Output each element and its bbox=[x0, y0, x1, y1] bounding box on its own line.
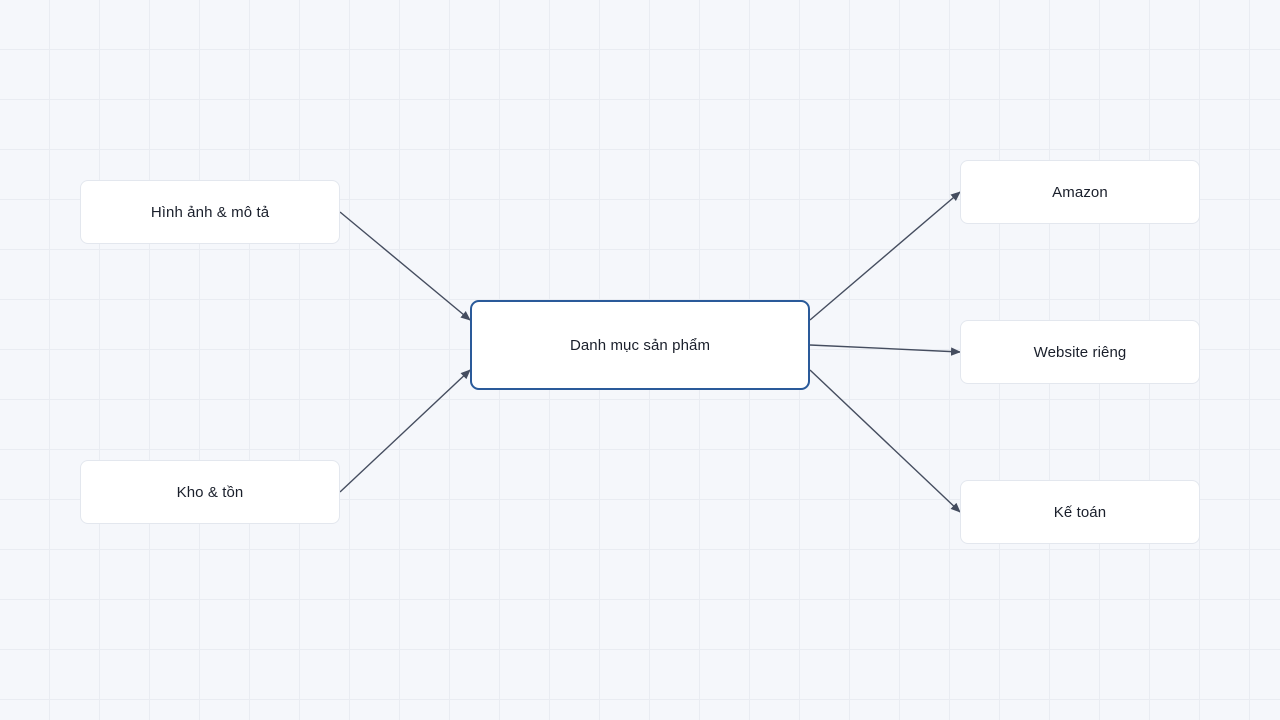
node-product-catalog[interactable]: Danh mục sản phẩm bbox=[470, 300, 810, 390]
node-images-description[interactable]: Hình ảnh & mô tả bbox=[80, 180, 340, 244]
node-label: Hình ảnh & mô tả bbox=[150, 203, 270, 221]
edge-catalog-to-website bbox=[809, 344, 961, 356]
node-inventory[interactable]: Kho & tồn bbox=[80, 460, 340, 524]
node-accounting[interactable]: Kế toán bbox=[960, 480, 1200, 544]
node-label: Danh mục sản phẩm bbox=[569, 336, 711, 354]
node-label: Amazon bbox=[1052, 183, 1108, 201]
edge-catalog-to-amazon bbox=[809, 191, 961, 321]
edge-images-to-catalog bbox=[339, 211, 471, 321]
node-label: Kho & tồn bbox=[176, 483, 244, 501]
node-label: Website riêng bbox=[1033, 343, 1127, 361]
edge-catalog-to-accounting bbox=[809, 369, 961, 513]
node-own-website[interactable]: Website riêng bbox=[960, 320, 1200, 384]
node-label: Kế toán bbox=[1053, 503, 1107, 521]
edge-inventory-to-catalog bbox=[339, 369, 471, 493]
node-amazon[interactable]: Amazon bbox=[960, 160, 1200, 224]
